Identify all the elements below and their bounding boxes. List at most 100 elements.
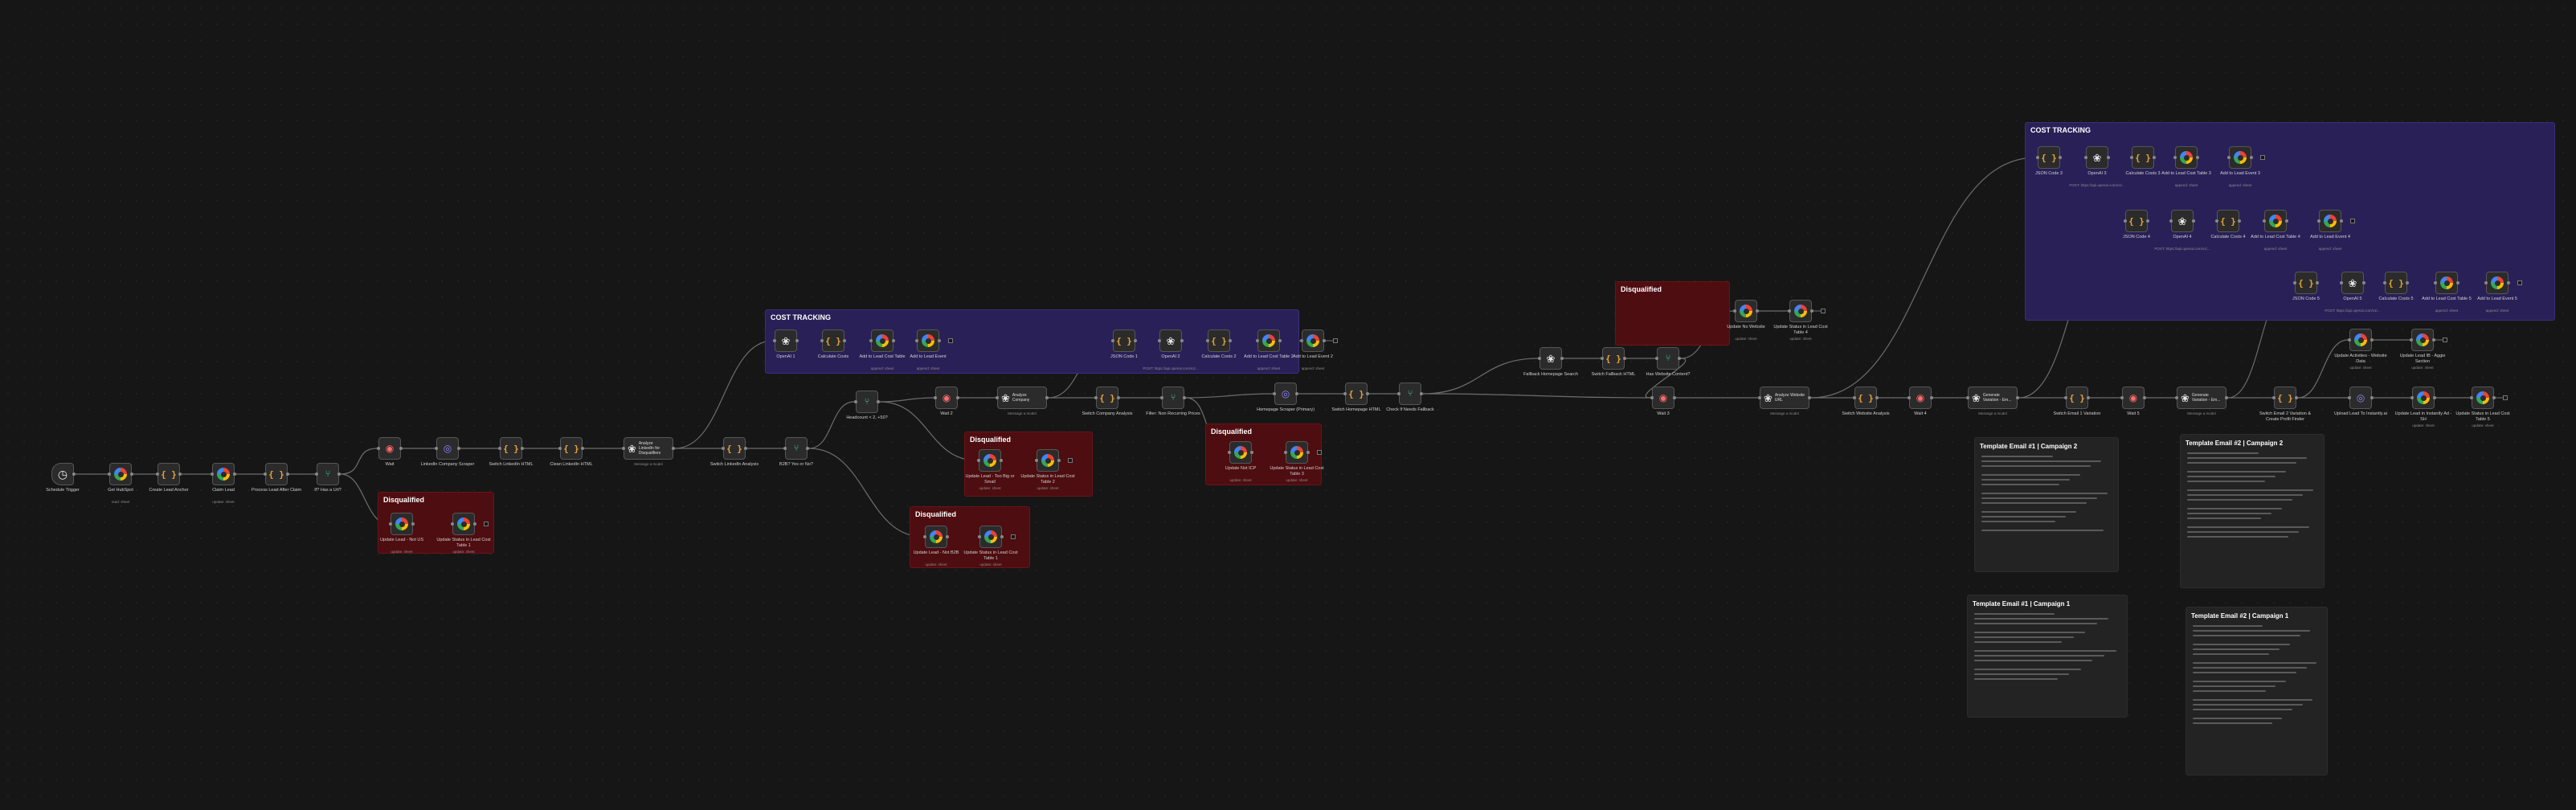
output-port[interactable] [72,472,76,476]
email-template-sticky[interactable]: Template Email #1 | Campaign 1 [1967,595,2128,718]
add-node-endpoint[interactable] [2443,338,2447,342]
output-port[interactable] [1756,309,1759,313]
output-port[interactable] [1560,357,1564,360]
output-port[interactable] [457,447,460,450]
node-switch-email1[interactable]: { }Switch Email 1 Variation [2054,387,2100,416]
connection-line[interactable] [1185,393,1274,399]
input-port[interactable] [2383,281,2386,284]
input-port[interactable] [854,400,857,403]
email-template-sticky[interactable]: Template Email #1 | Campaign 2 [1974,437,2119,572]
output-port[interactable] [1183,396,1186,399]
node-calc-cost-2[interactable]: { }Calculate Costs 2 [1201,329,1237,359]
input-port[interactable] [923,535,926,538]
add-node-endpoint[interactable] [1821,309,1826,313]
output-port[interactable] [2507,281,2510,284]
input-port[interactable] [2173,156,2177,159]
input-port[interactable] [1158,339,1161,342]
input-port[interactable] [2470,396,2473,399]
output-port[interactable] [892,339,895,342]
input-port[interactable] [2124,219,2127,223]
input-port[interactable] [2036,156,2039,159]
output-port[interactable] [2107,156,2110,159]
output-port[interactable] [1808,396,1811,399]
node-wait-3[interactable]: ◉Wait 3 [1650,387,1676,416]
output-port[interactable] [1045,396,1049,399]
node-wait-4[interactable]: ◉Wait 4 [1907,387,1933,416]
output-port[interactable] [337,472,341,476]
input-port[interactable] [1655,357,1658,360]
disqualified-sticky[interactable]: Disqualified [1615,281,1730,346]
add-node-endpoint[interactable] [484,522,489,526]
input-port[interactable] [996,396,999,399]
input-port[interactable] [2169,219,2173,223]
connection-line[interactable] [1810,157,2037,399]
output-port[interactable] [2059,156,2062,159]
node-wait-2[interactable]: ◉Wait 2 [934,387,959,416]
output-port[interactable] [956,396,959,399]
input-port[interactable] [2410,338,2413,342]
output-port[interactable] [1180,339,1184,342]
add-node-endpoint[interactable] [1011,534,1016,539]
node-upload-to-instantly[interactable]: ◎Upload Lead To Instantly.ai [2334,387,2387,416]
node-json-code-3[interactable]: { }JSON Code 3 [2035,146,2063,176]
node-calc-cost-5[interactable]: { }Calculate Costs 5 [2378,272,2414,301]
input-port[interactable] [2484,281,2488,284]
node-switch-fallback[interactable]: { }Switch Fallback HTML [1592,347,1635,377]
node-b2b-yes[interactable]: ⑂B2B? Yes or No? [779,437,813,467]
output-port[interactable] [1678,357,1681,360]
node-homepage-scraper[interactable]: ◎Homepage Scraper (Primary) [1257,382,1315,412]
output-port[interactable] [521,447,524,450]
input-port[interactable] [1538,357,1541,360]
input-port[interactable] [1206,339,1209,342]
output-port[interactable] [2406,281,2409,284]
node-switch-website[interactable]: { }Switch Website Analysis [1842,387,1890,416]
input-port[interactable] [1788,309,1791,313]
output-port[interactable] [2456,281,2459,284]
input-port[interactable] [1650,396,1654,399]
input-port[interactable] [315,472,318,476]
output-port[interactable] [1366,392,1369,395]
output-port[interactable] [843,339,846,342]
input-port[interactable] [1284,451,1287,454]
input-port[interactable] [2340,281,2343,284]
input-port[interactable] [773,339,776,342]
output-port[interactable] [806,447,809,450]
input-port[interactable] [915,339,918,342]
node-gen-email1[interactable]: ❀Generate Variation - Em...Message a mod… [1966,387,2019,415]
node-openai1[interactable]: ❀OpenAI 1 [773,329,799,359]
add-node-endpoint[interactable] [1068,458,1073,463]
input-port[interactable] [156,472,159,476]
output-port[interactable] [411,522,415,526]
output-port[interactable] [2340,219,2343,223]
node-create-lead-anchor[interactable]: { }Create Lead Anchor [149,463,188,493]
node-json-code-5[interactable]: { }JSON Code 5 [2292,272,2320,301]
input-port[interactable] [1907,396,1911,399]
input-port[interactable] [1300,339,1303,342]
input-port[interactable] [2064,396,2067,399]
input-port[interactable] [2293,281,2296,284]
node-headcount[interactable]: ⑂Headcount < 2, +50? [846,391,888,420]
input-port[interactable] [2175,396,2178,399]
input-port[interactable] [869,339,873,342]
node-calc-cost-4[interactable]: { }Calculate Costs 4 [2210,210,2246,239]
input-port[interactable] [498,447,501,450]
node-gen-email2[interactable]: ❀Generate Variation - Em...Message a mod… [2175,387,2228,415]
output-port[interactable] [2146,219,2149,223]
input-port[interactable] [934,396,937,399]
